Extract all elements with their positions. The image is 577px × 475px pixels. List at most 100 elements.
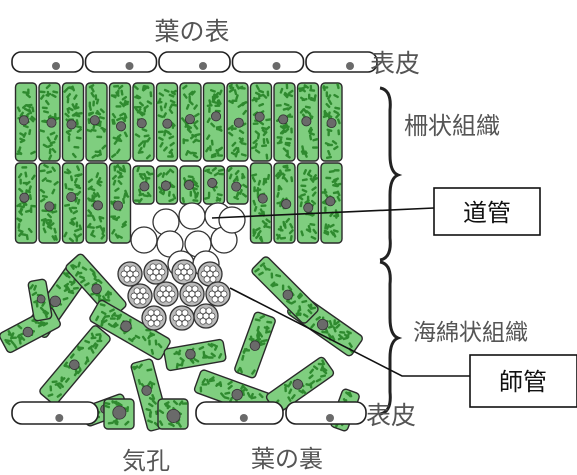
chloroplast — [251, 173, 258, 177]
epidermal-cell — [285, 401, 367, 425]
chloroplast — [49, 222, 55, 228]
chloroplast — [17, 231, 23, 237]
palisade-cell — [249, 82, 273, 162]
spongy-cell — [0, 306, 61, 354]
nucleus — [44, 201, 55, 212]
chloroplast — [288, 89, 294, 95]
chloroplast — [39, 306, 45, 312]
chloroplast — [68, 280, 75, 285]
chloroplast — [67, 135, 71, 142]
chloroplast — [264, 225, 271, 229]
palisade-cell — [38, 82, 61, 162]
chloroplast — [146, 368, 153, 372]
chloroplast — [335, 323, 341, 329]
nucleus — [66, 119, 77, 130]
chloroplast — [171, 122, 175, 129]
chloroplast — [327, 149, 331, 156]
chloroplast — [118, 168, 125, 171]
chloroplast — [258, 102, 265, 107]
chloroplast — [10, 332, 15, 338]
chloroplast — [301, 389, 307, 395]
chloroplast — [177, 422, 182, 428]
chloroplast — [96, 180, 103, 184]
chloroplast — [190, 151, 198, 155]
chloroplast — [39, 90, 46, 94]
nucleus — [184, 180, 195, 191]
chloroplast — [120, 89, 124, 96]
chloroplast — [227, 384, 233, 390]
chloroplast — [201, 378, 207, 384]
chloroplast — [168, 168, 175, 174]
chloroplast — [237, 103, 243, 108]
palisade-cell — [14, 82, 38, 162]
chloroplast — [284, 386, 287, 393]
chloroplast — [240, 384, 245, 390]
chloroplast — [87, 178, 94, 184]
chloroplast — [167, 190, 171, 197]
chloroplast — [307, 309, 313, 315]
chloroplast — [96, 192, 101, 198]
chloroplast — [163, 401, 170, 406]
chloroplast — [63, 287, 70, 293]
phloem-callout-label: 師管 — [499, 368, 547, 396]
chloroplast — [270, 281, 276, 287]
chloroplast — [75, 136, 82, 140]
chloroplast — [139, 111, 146, 116]
chloroplast — [71, 152, 77, 159]
chloroplast — [325, 102, 331, 109]
chloroplast — [336, 195, 341, 202]
chloroplast — [28, 185, 32, 192]
chloroplast — [47, 143, 53, 148]
chloroplast — [202, 353, 209, 359]
chloroplast — [275, 104, 282, 107]
chloroplast — [101, 144, 107, 150]
chloroplast — [348, 342, 353, 348]
chloroplast — [42, 143, 49, 148]
chloroplast — [315, 316, 321, 321]
chloroplast — [246, 391, 251, 398]
chloroplast — [171, 89, 177, 95]
chloroplast — [283, 93, 289, 99]
chloroplast — [17, 172, 23, 179]
chloroplast — [167, 155, 174, 158]
chloroplast — [148, 339, 151, 346]
chloroplast — [177, 349, 182, 356]
chloroplast — [235, 175, 239, 182]
chloroplast — [74, 113, 81, 118]
chloroplast — [254, 227, 261, 232]
chloroplast — [323, 231, 330, 236]
chloroplast — [194, 192, 197, 199]
chloroplast — [262, 138, 266, 145]
lower-epidermis — [11, 401, 367, 425]
chloroplast — [31, 106, 35, 113]
chloroplast — [290, 127, 293, 134]
chloroplast — [189, 190, 193, 197]
chloroplast — [201, 383, 208, 386]
chloroplast — [111, 153, 117, 158]
chloroplast — [168, 108, 174, 114]
chloroplast — [216, 99, 220, 106]
chloroplast — [64, 377, 70, 383]
nucleus — [139, 181, 150, 192]
chloroplast — [302, 108, 308, 114]
chloroplast — [162, 112, 167, 118]
chloroplast — [284, 127, 290, 133]
chloroplast — [44, 99, 50, 106]
chloroplast — [279, 225, 283, 232]
chloroplast — [71, 206, 78, 210]
chloroplast — [22, 124, 29, 129]
chloroplast — [275, 171, 280, 178]
chloroplast — [53, 227, 57, 234]
chloroplast — [241, 192, 248, 198]
chloroplast — [39, 169, 46, 173]
chloroplast — [16, 217, 22, 223]
chloroplast — [96, 153, 102, 158]
chloroplast — [95, 225, 102, 229]
chloroplast — [111, 174, 118, 180]
sieve-pore — [153, 309, 161, 317]
sieve-pore — [211, 295, 219, 303]
chloroplast — [327, 94, 332, 100]
nucleus — [233, 117, 244, 128]
chloroplast — [188, 100, 194, 106]
chloroplast — [331, 335, 336, 342]
